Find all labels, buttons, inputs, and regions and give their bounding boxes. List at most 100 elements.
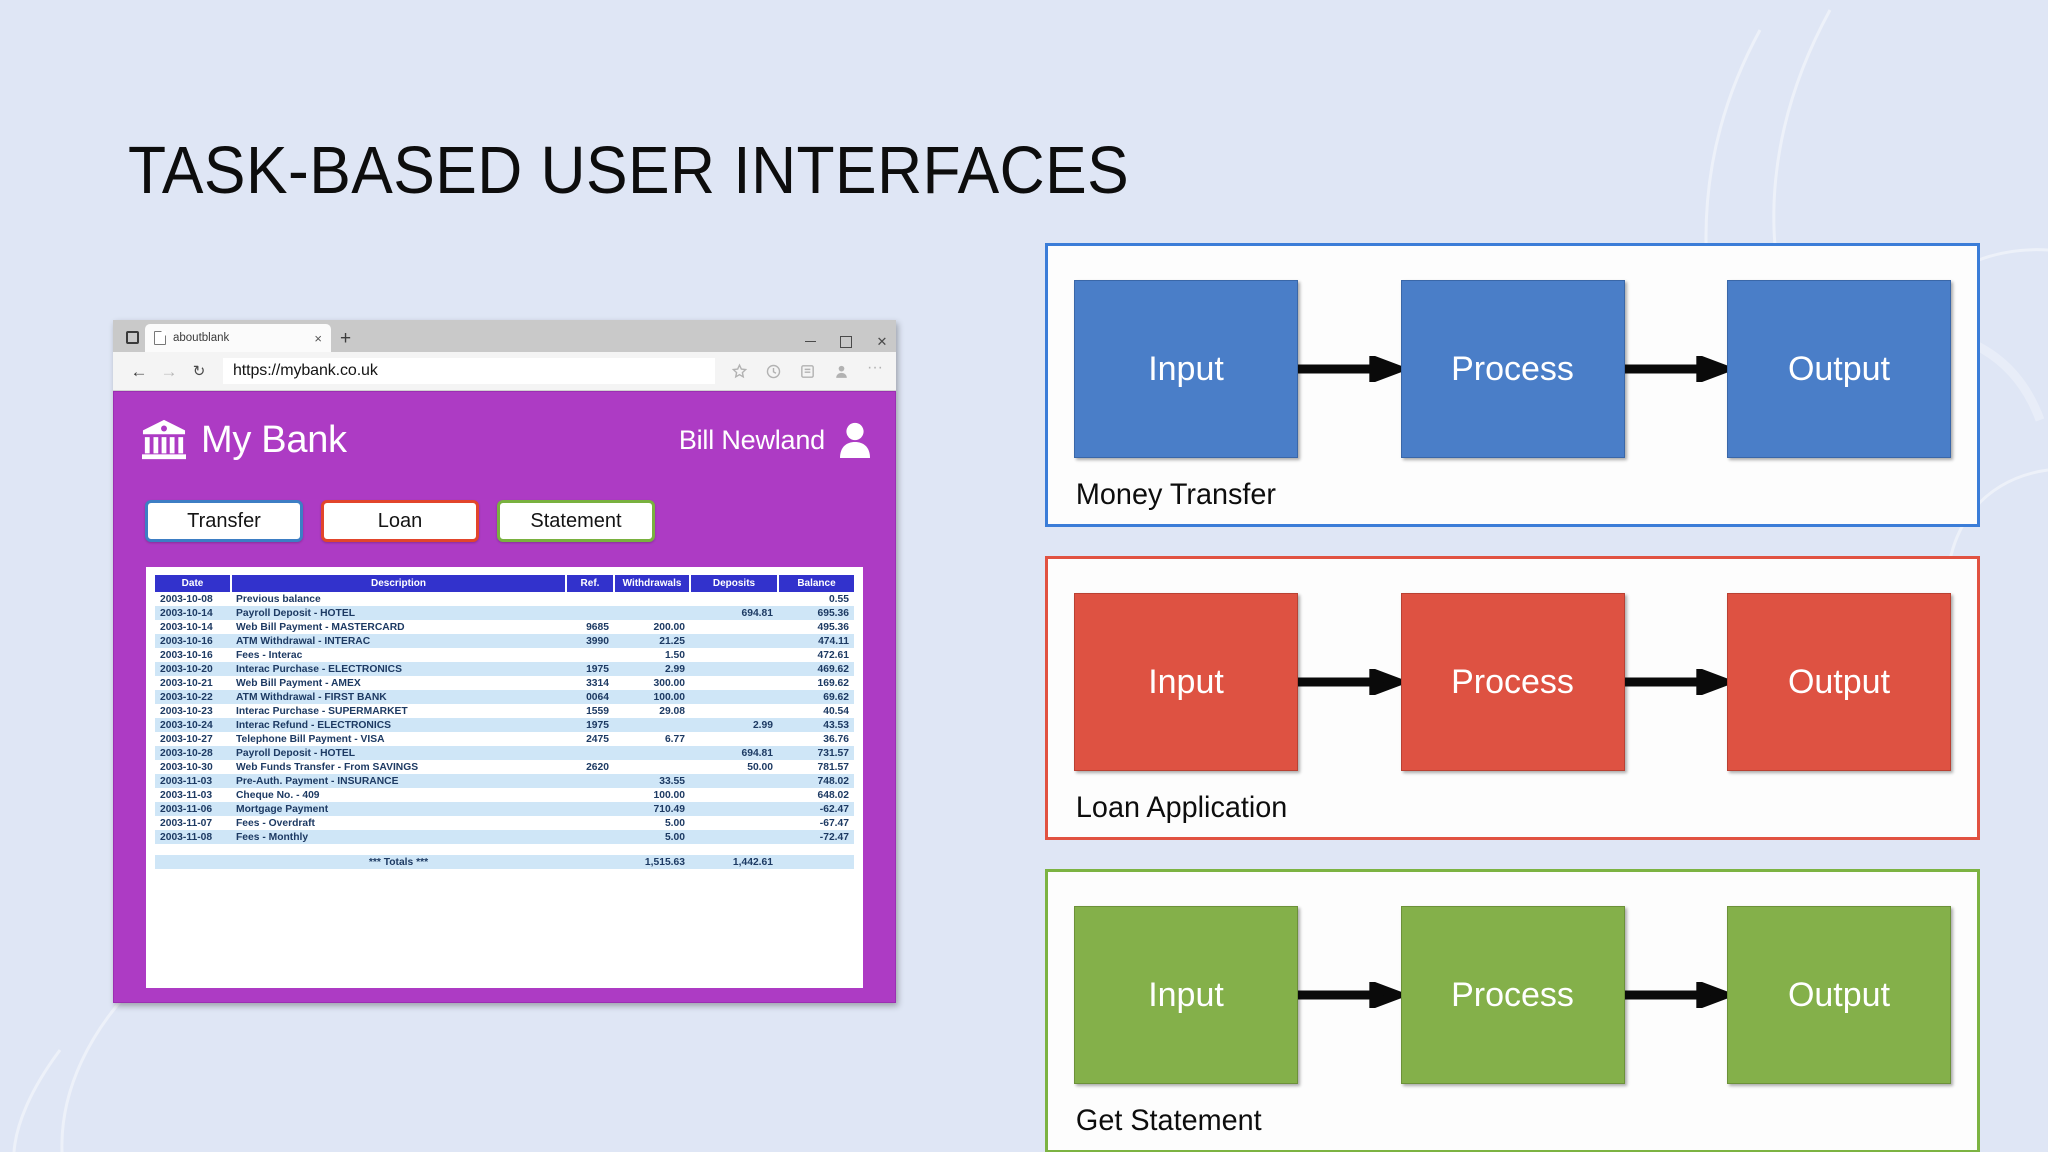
cell-bal: -62.47 bbox=[778, 802, 854, 816]
reload-icon[interactable]: ↻ bbox=[192, 362, 206, 380]
cell-dep bbox=[690, 662, 778, 676]
table-row: 2003-10-23 Interac Purchase - SUPERMARKET… bbox=[155, 704, 854, 718]
cell-desc: Interac Refund - ELECTRONICS bbox=[231, 718, 566, 732]
cell-dep bbox=[690, 592, 778, 606]
flow-box-process: Process bbox=[1400, 906, 1625, 1084]
cell-bal: 169.62 bbox=[817, 677, 850, 689]
flow-card-money-transfer: Input Process Output Money Transfer bbox=[1045, 243, 1980, 527]
browser-tab[interactable]: aboutblank × bbox=[145, 324, 331, 352]
table-header-row: Date Description Ref. Withdrawals Deposi… bbox=[155, 575, 854, 592]
user-avatar-icon[interactable] bbox=[838, 422, 872, 458]
bank-app-header: My Bank Bill Newland bbox=[127, 404, 882, 476]
maximize-icon[interactable] bbox=[838, 336, 854, 348]
cell-desc: Payroll Deposit - HOTEL bbox=[231, 746, 566, 760]
flow-arrow-icon bbox=[1624, 982, 1727, 1008]
cell-wd: 1.50 bbox=[664, 649, 685, 661]
task-button-group: Transfer Loan Statement bbox=[127, 476, 882, 542]
cell-dep bbox=[690, 634, 778, 648]
cell-date: 2003-10-23 bbox=[160, 705, 213, 717]
cell-desc: Pre-Auth. Payment - INSURANCE bbox=[231, 774, 566, 788]
cell-dep bbox=[690, 704, 778, 718]
cell-bal: 69.62 bbox=[778, 690, 854, 704]
cell-ref bbox=[566, 816, 614, 830]
profile-icon[interactable] bbox=[833, 363, 850, 380]
cell-desc: Interac Purchase - SUPERMARKET bbox=[236, 705, 408, 717]
collections-icon[interactable] bbox=[799, 363, 816, 380]
totals-wd: 1,515.63 bbox=[614, 855, 690, 869]
cell-date: 2003-10-16 bbox=[155, 634, 231, 648]
bank-building-icon bbox=[142, 419, 186, 460]
history-icon[interactable] bbox=[765, 363, 782, 380]
page-title: TASK-BASED USER INTERFACES bbox=[128, 133, 1130, 208]
cell-bal: 731.57 bbox=[778, 746, 854, 760]
totals-date bbox=[155, 855, 231, 869]
new-tab-button[interactable]: + bbox=[340, 328, 352, 349]
cell-date: 2003-10-14 bbox=[155, 606, 231, 620]
loan-button[interactable]: Loan bbox=[321, 500, 479, 542]
bank-app: My Bank Bill Newland Transfer Loan State… bbox=[113, 391, 896, 1003]
cell-wd bbox=[614, 746, 690, 760]
flow-arrow-icon bbox=[1298, 669, 1401, 695]
cell-bal: 781.57 bbox=[817, 761, 850, 773]
flow-card-loan-application: Input Process Output Loan Application bbox=[1045, 556, 1980, 840]
statement-table: Date Description Ref. Withdrawals Deposi… bbox=[155, 575, 854, 869]
flow-box-process: Process bbox=[1400, 280, 1625, 458]
cell-date: 2003-11-07 bbox=[160, 817, 213, 829]
cell-ref: 2620 bbox=[586, 761, 609, 773]
cell-ref bbox=[566, 802, 614, 816]
cell-ref bbox=[566, 746, 614, 760]
address-bar[interactable]: https://mybank.co.uk bbox=[223, 358, 715, 384]
statement-button[interactable]: Statement bbox=[497, 500, 655, 542]
flow-row: Input Process Output bbox=[1074, 268, 1951, 478]
cell-ref: 1975 bbox=[566, 718, 614, 732]
cell-bal: 474.11 bbox=[778, 634, 854, 648]
bank-name: My Bank bbox=[201, 418, 347, 461]
cell-wd bbox=[614, 592, 690, 606]
flow-box-output: Output bbox=[1727, 593, 1951, 771]
tab-list-icon[interactable] bbox=[119, 324, 145, 350]
cell-dep: 694.81 bbox=[690, 746, 778, 760]
favorite-icon[interactable] bbox=[731, 362, 748, 380]
forward-icon[interactable]: → bbox=[160, 361, 178, 381]
minimize-icon[interactable] bbox=[802, 341, 818, 343]
column-header-balance: Balance bbox=[778, 575, 854, 592]
flow-box-output: Output bbox=[1727, 906, 1951, 1084]
table-spacer-row bbox=[155, 844, 854, 855]
cell-ref: 3990 bbox=[566, 634, 614, 648]
cell-desc: Interac Purchase - ELECTRONICS bbox=[231, 662, 566, 676]
browser-tab-title: aboutblank bbox=[173, 332, 230, 344]
flow-diagram-group: Input Process Output Money Transfer Inpu… bbox=[1045, 243, 1980, 1152]
cell-bal: -67.47 bbox=[819, 817, 849, 829]
cell-bal: 648.02 bbox=[817, 789, 850, 801]
totals-desc: *** Totals *** bbox=[231, 855, 566, 869]
statement-panel: Date Description Ref. Withdrawals Deposi… bbox=[146, 567, 863, 988]
cell-date: 2003-10-27 bbox=[160, 733, 213, 745]
cell-desc: Fees - Overdraft bbox=[236, 817, 315, 829]
cell-wd: 5.00 bbox=[614, 830, 690, 844]
browser-tab-strip: aboutblank × + ✕ bbox=[113, 320, 896, 352]
cell-wd: 200.00 bbox=[653, 621, 686, 633]
cell-date: 2003-10-24 bbox=[155, 718, 231, 732]
more-icon[interactable]: ··· bbox=[867, 358, 883, 376]
cell-desc: ATM Withdrawal - INTERAC bbox=[231, 634, 566, 648]
cell-date: 2003-11-08 bbox=[155, 830, 231, 844]
close-window-icon[interactable]: ✕ bbox=[876, 334, 888, 349]
cell-bal: 43.53 bbox=[778, 718, 854, 732]
back-icon[interactable]: ← bbox=[130, 361, 148, 381]
close-icon[interactable]: × bbox=[314, 330, 322, 346]
column-header-deposits: Deposits bbox=[690, 575, 779, 592]
column-header-date: Date bbox=[155, 575, 232, 592]
flow-box-output: Output bbox=[1727, 280, 1951, 458]
cell-date: 2003-10-22 bbox=[155, 690, 231, 704]
flow-box-input: Input bbox=[1074, 593, 1298, 771]
cell-date: 2003-10-28 bbox=[155, 746, 231, 760]
transfer-button[interactable]: Transfer bbox=[145, 500, 303, 542]
